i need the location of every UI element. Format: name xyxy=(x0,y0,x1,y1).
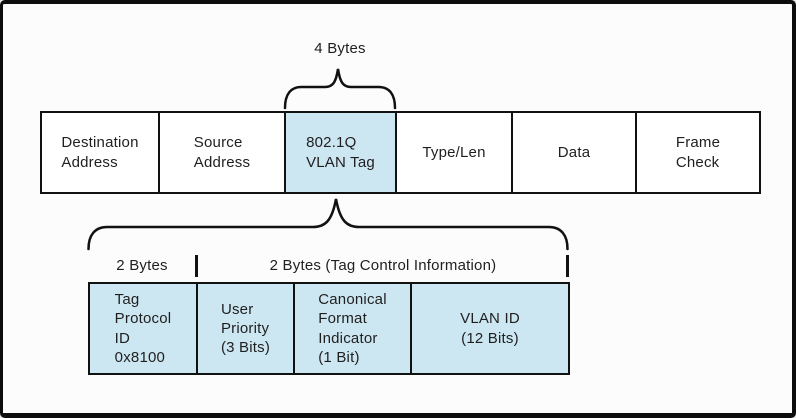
frame-cell-destination-address: Destination Address xyxy=(42,113,158,192)
tag-cell-cfi: Canonical Format Indicator (1 Bit) xyxy=(293,284,410,373)
ethernet-frame-row: Destination Address Source Address 802.1… xyxy=(40,111,761,194)
canonical-format-indicator-label: Canonical Format Indicator (1 Bit) xyxy=(318,291,387,366)
vlan-tag-label: 802.1Q VLAN Tag xyxy=(306,134,375,171)
tag-protocol-id-label: Tag Protocol ID 0x8100 xyxy=(114,291,172,366)
four-bytes-label: 4 Bytes xyxy=(314,40,366,57)
vlan-id-label: VLAN ID (12 Bits) xyxy=(460,310,520,347)
destination-address-label: Destination Address xyxy=(61,134,139,171)
top-brace xyxy=(283,68,397,110)
data-label: Data xyxy=(557,143,591,161)
expansion-brace xyxy=(87,198,569,251)
source-address-label: Source Address xyxy=(193,134,251,171)
tag-cell-vlan-id: VLAN ID (12 Bits) xyxy=(410,284,568,373)
frame-check-label: Frame Check xyxy=(675,134,721,171)
vlan-tag-detail-row: Tag Protocol ID 0x8100 User Priority (3 … xyxy=(88,282,570,375)
type-len-label: Type/Len xyxy=(422,143,486,161)
frame-cell-source-address: Source Address xyxy=(158,113,284,192)
tag-cell-user-priority: User Priority (3 Bits) xyxy=(196,284,293,373)
size-label-divider-right xyxy=(566,255,569,277)
frame-cell-frame-check: Frame Check xyxy=(635,113,759,192)
tci-size-label: 2 Bytes (Tag Control Information) xyxy=(269,257,497,274)
tpid-size-label: 2 Bytes xyxy=(116,257,168,274)
frame-cell-type-len: Type/Len xyxy=(395,113,511,192)
tag-cell-protocol-id: Tag Protocol ID 0x8100 xyxy=(90,284,196,373)
frame-cell-data: Data xyxy=(511,113,635,192)
size-label-divider-left xyxy=(195,255,198,277)
frame-cell-vlan-tag: 802.1Q VLAN Tag xyxy=(284,113,395,192)
user-priority-label: User Priority (3 Bits) xyxy=(220,300,271,357)
